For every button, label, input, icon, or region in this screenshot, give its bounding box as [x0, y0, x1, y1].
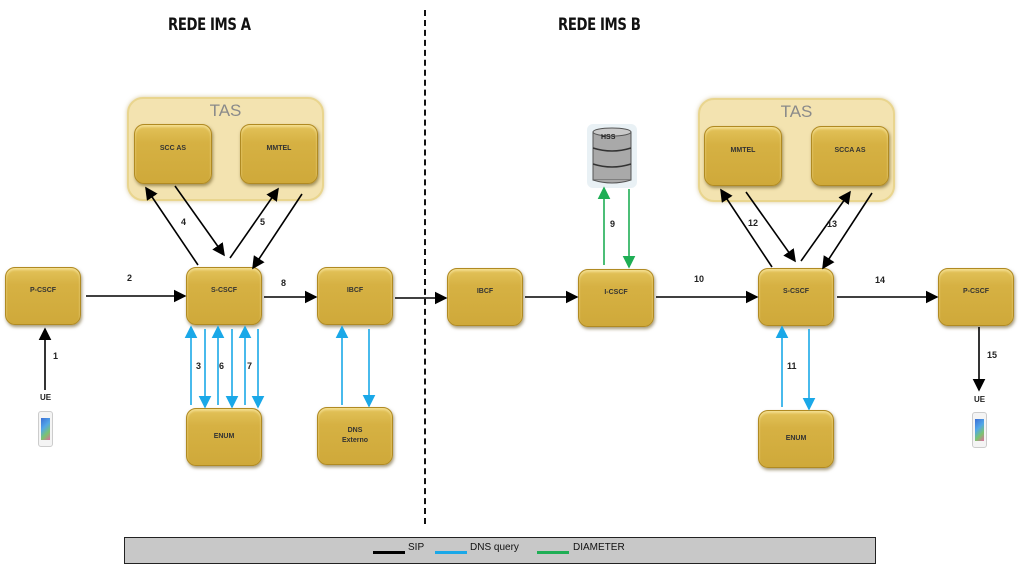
- node-s-cscf-b[interactable]: S-CSCF: [758, 268, 834, 326]
- node-scc-as-a[interactable]: SCC AS: [134, 124, 212, 184]
- node-label: S-CSCF: [782, 288, 810, 295]
- sip-link-12-back: [745, 191, 796, 263]
- ue-a-label: UE: [40, 393, 52, 402]
- step-label-13: 13: [827, 219, 838, 229]
- node-ibcf-b[interactable]: IBCF: [447, 268, 523, 326]
- network-b-title: REDE IMS B: [558, 15, 641, 35]
- sip-link-13-back: [822, 192, 873, 270]
- step-label-2: 2: [127, 273, 133, 283]
- node-label: MMTEL: [266, 145, 292, 152]
- step-label-1: 1: [53, 351, 59, 361]
- legend-diameter-line: [537, 551, 569, 554]
- node-label: I-CSCF: [604, 289, 628, 296]
- step-label-15: 15: [987, 350, 998, 360]
- node-i-cscf[interactable]: I-CSCF: [578, 269, 654, 327]
- node-enum-a[interactable]: ENUM: [186, 408, 262, 466]
- node-p-cscf-a[interactable]: P-CSCF: [5, 267, 81, 325]
- step-label-12: 12: [748, 218, 759, 228]
- node-label: MMTEL: [730, 147, 756, 154]
- sip-link-5-out: [229, 187, 279, 259]
- node-label: SCCA AS: [834, 147, 866, 154]
- step-label-11: 11: [787, 361, 797, 371]
- legend-diameter-label: DIAMETER: [573, 542, 625, 553]
- step-label-4: 4: [181, 217, 187, 227]
- ue-b-label: UE: [974, 395, 986, 404]
- node-label: IBCF: [346, 287, 364, 294]
- node-label: S-CSCF: [210, 287, 238, 294]
- node-label: ENUM: [213, 433, 235, 440]
- step-label-8: 8: [281, 278, 287, 288]
- node-mmtel-b[interactable]: MMTEL: [704, 126, 782, 186]
- legend: SIP DNS query DIAMETER: [124, 537, 876, 564]
- node-label: P-CSCF: [962, 288, 990, 295]
- network-divider: [424, 10, 426, 524]
- node-ibcf-a[interactable]: IBCF: [317, 267, 393, 325]
- node-label: DNS Externo: [341, 427, 369, 444]
- sip-link-13-out: [800, 190, 851, 262]
- step-label-9: 9: [610, 219, 616, 229]
- node-dns-externo[interactable]: DNS Externo: [317, 407, 393, 465]
- ue-a-phone-icon[interactable]: [38, 411, 53, 447]
- hss-database-icon[interactable]: [587, 124, 637, 188]
- node-scca-as-b[interactable]: SCCA AS: [811, 126, 889, 186]
- legend-sip-line: [373, 551, 405, 554]
- tas-a-label: TAS: [209, 101, 242, 120]
- node-label: SCC AS: [159, 145, 187, 152]
- step-label-6: 6: [219, 361, 225, 371]
- tas-b-label: TAS: [780, 102, 813, 121]
- sip-link-4-out: [145, 186, 199, 266]
- sip-link-12-out: [720, 188, 773, 268]
- step-label-10: 10: [694, 274, 705, 284]
- step-label-5: 5: [260, 217, 266, 227]
- node-mmtel-a[interactable]: MMTEL: [240, 124, 318, 184]
- node-label: IBCF: [476, 288, 494, 295]
- node-s-cscf-a[interactable]: S-CSCF: [186, 267, 262, 325]
- step-label-7: 7: [247, 361, 253, 371]
- sip-link-5-back: [252, 193, 303, 270]
- step-label-3: 3: [196, 361, 202, 371]
- hss-label: HSS: [601, 134, 616, 141]
- step-label-14: 14: [875, 275, 886, 285]
- sip-link-4-back: [174, 185, 225, 257]
- node-label: ENUM: [785, 435, 807, 442]
- ue-b-phone-icon[interactable]: [972, 412, 987, 448]
- legend-dns-label: DNS query: [470, 542, 519, 553]
- legend-dns-line: [435, 551, 467, 554]
- node-label: P-CSCF: [29, 287, 57, 294]
- legend-sip-label: SIP: [408, 542, 425, 553]
- node-enum-b[interactable]: ENUM: [758, 410, 834, 468]
- network-a-title: REDE IMS A: [168, 15, 251, 35]
